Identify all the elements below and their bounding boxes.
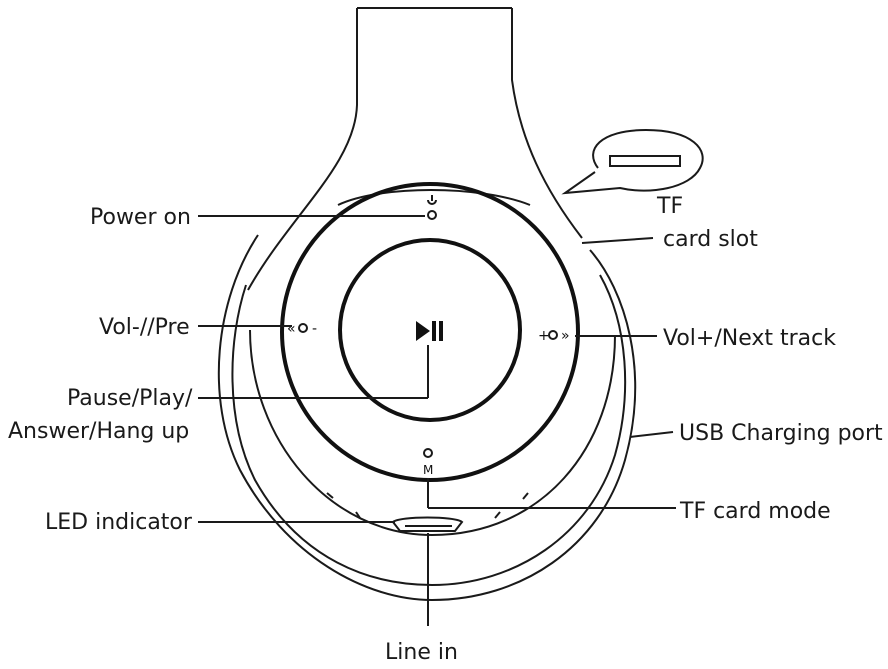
prev-symbol: «: [287, 321, 296, 337]
label-tf: TF: [656, 194, 683, 219]
label-vol-minus: Vol-//Pre: [99, 315, 190, 340]
label-vol-plus: Vol+/Next track: [663, 326, 836, 351]
vol-plus-button[interactable]: + »: [538, 328, 570, 344]
next-symbol: »: [561, 328, 570, 344]
label-card-slot: card slot: [663, 227, 758, 252]
tf-card-icon: [609, 155, 681, 167]
leader-lines: [198, 215, 676, 626]
earcup-inner-ring: [249, 329, 616, 537]
plus-symbol: +: [538, 328, 550, 344]
vol-minus-button[interactable]: « -: [287, 321, 317, 337]
play-pause-button[interactable]: [338, 238, 522, 422]
label-tf-card-mode: TF card mode: [679, 499, 831, 524]
mode-button[interactable]: M: [423, 448, 433, 477]
control-disc: [280, 182, 580, 482]
label-usb-charging: USB Charging port: [679, 421, 883, 446]
power-icon: [427, 195, 437, 205]
earcup-outer: [217, 234, 637, 602]
minus-symbol: -: [312, 321, 317, 337]
mode-symbol: M: [423, 463, 433, 477]
label-line-in: Line in: [385, 640, 458, 665]
label-led-indicator: LED indicator: [45, 510, 193, 535]
tf-card-callout: [561, 128, 704, 195]
earcup-rim: [337, 189, 531, 206]
power-button[interactable]: [427, 195, 437, 220]
label-power-on: Power on: [90, 205, 191, 230]
label-answer-hang-up: Answer/Hang up: [8, 419, 189, 444]
headband: [247, 8, 358, 291]
headband-right: [511, 8, 583, 239]
rim-ticks: [326, 492, 529, 519]
earcup-outer-2: [231, 274, 627, 587]
led-port: [391, 516, 464, 532]
play-pause-icon: [416, 321, 443, 341]
label-pause-play: Pause/Play/: [67, 386, 193, 411]
